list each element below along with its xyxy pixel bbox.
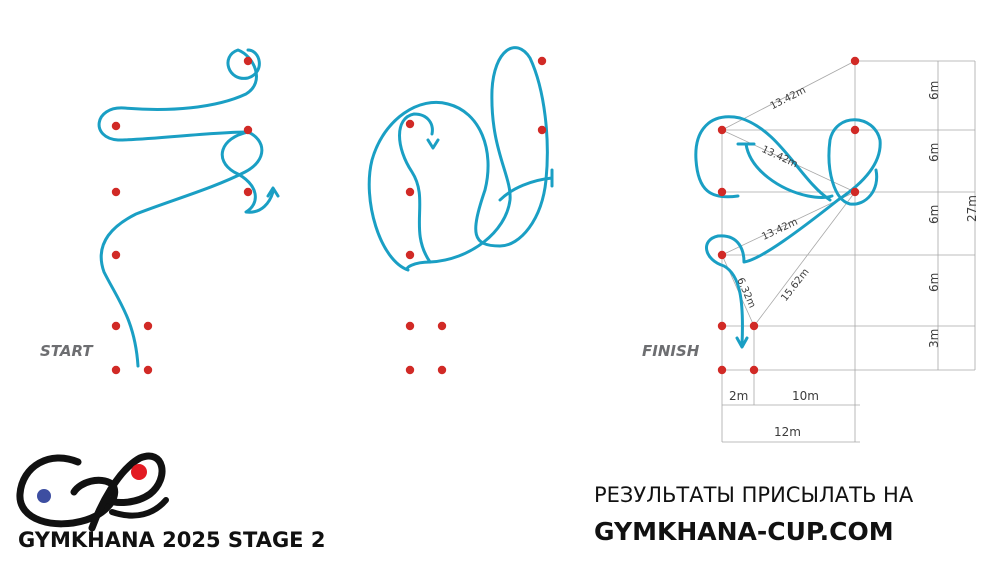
- cone-marker: [405, 365, 415, 375]
- cone-marker: [143, 365, 153, 375]
- measure-diag-long: 15.62m: [779, 267, 811, 304]
- cone-marker: [537, 56, 547, 66]
- route-path-middle-outer: [367, 46, 549, 272]
- cone-marker: [143, 321, 153, 331]
- measure-vertical-5: 3m: [927, 329, 941, 348]
- course-section-left: [97, 48, 280, 368]
- course-section-right: [694, 115, 882, 349]
- route-path-right-main: [705, 118, 882, 347]
- measure-diag-short: 6.32m: [734, 276, 757, 310]
- route-path-left-lower-loop: [220, 130, 275, 214]
- cone-marker: [111, 321, 121, 331]
- measure-horizontal-small: 2m: [729, 389, 748, 403]
- logo-p-stroke: [88, 452, 166, 532]
- measure-vertical-1: 6m: [927, 81, 941, 100]
- start-label: START: [40, 342, 94, 360]
- cone-marker: [749, 321, 759, 331]
- route-arrowhead-right: [735, 336, 749, 349]
- cone-marker: [111, 365, 121, 375]
- measure-vertical-4: 6m: [927, 273, 941, 292]
- route-path-middle-inner: [398, 112, 434, 264]
- logo-blue-dot: [37, 489, 51, 503]
- cone-marker: [437, 321, 447, 331]
- measure-vertical-3: 6m: [927, 205, 941, 224]
- cone-marker: [405, 250, 415, 260]
- cone-marker: [243, 56, 253, 66]
- measure-horizontal-total: 12m: [774, 425, 801, 439]
- route-path-middle-link: [498, 176, 554, 202]
- logo-red-dot: [131, 464, 147, 480]
- cone-marker: [243, 125, 253, 135]
- cone-marker: [717, 187, 727, 197]
- cone-marker: [111, 121, 121, 131]
- measure-total-height: 27m: [965, 195, 979, 222]
- gp-logo-icon: [16, 452, 169, 532]
- guide-diag-long: [753, 191, 856, 327]
- event-title: GYMKHANA 2025 STAGE 2: [18, 528, 325, 552]
- cone-marker: [111, 250, 121, 260]
- cone-marker: [749, 365, 759, 375]
- logo-swoosh: [109, 497, 169, 519]
- results-website-link[interactable]: GYMKHANA-CUP.COM: [594, 517, 894, 546]
- cone-marker: [717, 321, 727, 331]
- cone-marker: [437, 365, 447, 375]
- measurement-guides: [721, 60, 976, 443]
- measure-vertical-2: 6m: [927, 143, 941, 162]
- cone-marker: [717, 365, 727, 375]
- cone-marker: [717, 250, 727, 260]
- finish-label: FINISH: [642, 342, 700, 360]
- route-arrowhead-left: [266, 186, 280, 198]
- cone-marker: [850, 187, 860, 197]
- cone-markers: [111, 56, 860, 375]
- cone-marker: [243, 187, 253, 197]
- cone-marker: [850, 125, 860, 135]
- cone-marker: [850, 56, 860, 66]
- measure-diag-low: 13.42m: [760, 217, 799, 243]
- measure-diag-top: 13.42m: [769, 85, 808, 112]
- route-path-right-hook: [744, 142, 834, 199]
- cone-marker: [405, 321, 415, 331]
- results-instruction: РЕЗУЛЬТАТЫ ПРИСЫЛАТЬ НА: [594, 483, 914, 507]
- cone-marker: [405, 119, 415, 129]
- cone-marker: [405, 187, 415, 197]
- route-path-left: [97, 48, 264, 368]
- measure-horizontal-mid: 10m: [792, 389, 819, 403]
- measure-diag-mid: 13.42m: [760, 144, 799, 170]
- course-section-middle: [367, 46, 554, 272]
- cone-marker: [717, 125, 727, 135]
- cone-marker: [111, 187, 121, 197]
- logo-g-stroke: [16, 454, 119, 528]
- cone-marker: [537, 125, 547, 135]
- route-path-right-upper: [694, 115, 832, 202]
- route-arrowhead-middle: [426, 138, 440, 150]
